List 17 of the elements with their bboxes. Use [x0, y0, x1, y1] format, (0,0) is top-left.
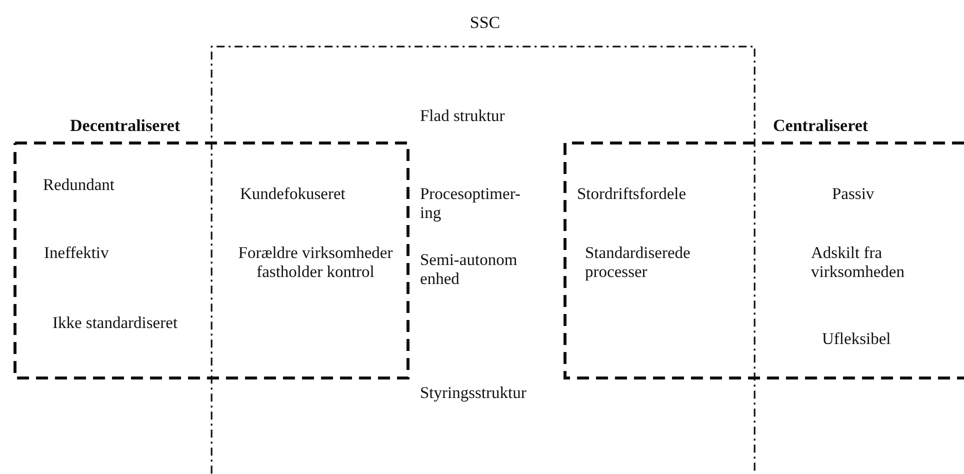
item-text: Standardiserede processer	[585, 244, 692, 282]
item-text: Passiv	[832, 185, 876, 204]
item-text: Ufleksibel	[822, 330, 892, 349]
item-text: Styringsstruktur	[420, 384, 528, 403]
item-text: Redundant	[43, 176, 116, 195]
group-heading: Centraliseret	[773, 117, 868, 136]
item-text: Stordriftsfordele	[577, 185, 688, 204]
item-text: Forældre virksomheder fastholder kontrol	[237, 244, 394, 282]
item-text: Semi-autonom enhed	[420, 251, 518, 289]
item-text: Procesoptimer- ing	[420, 185, 522, 223]
item-text: Kundefokuseret	[240, 185, 346, 204]
group-heading: Decentraliseret	[70, 117, 180, 136]
group-heading: SSC	[470, 14, 500, 33]
item-text: Ineffektiv	[44, 244, 110, 263]
item-text: Ikke standardiseret	[51, 314, 179, 333]
item-text: Adskilt fra virksomheden	[811, 244, 906, 282]
item-text: Flad struktur	[420, 107, 506, 126]
